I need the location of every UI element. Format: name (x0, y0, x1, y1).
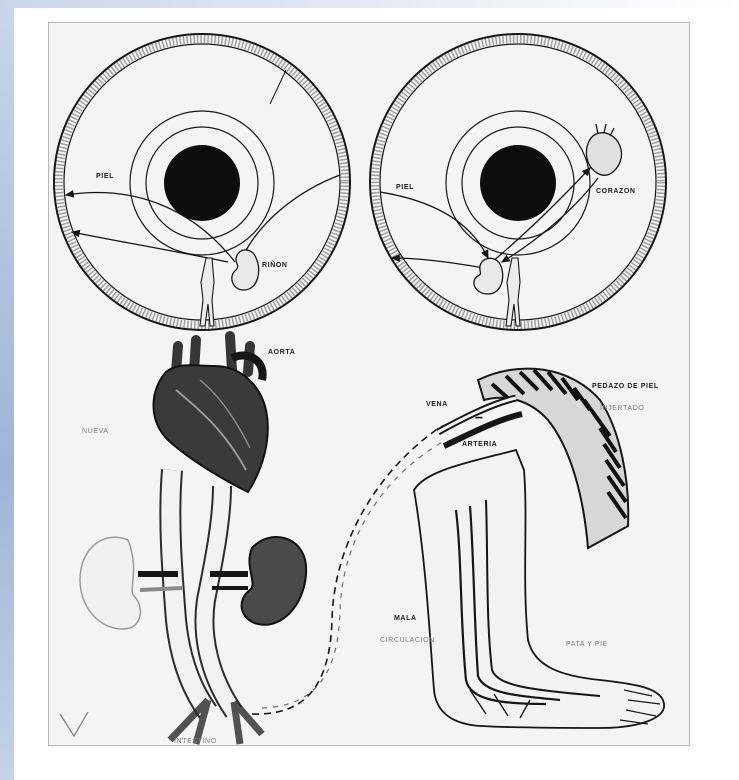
heart-aorta-kidney-diagram: AORTA NUEVA INTESTINO (60, 336, 306, 745)
human-figure-icon (506, 258, 520, 326)
label-right-piel: PIEL (396, 184, 414, 191)
label-left-piel: PIEL (96, 173, 114, 180)
kidney-right-icon (242, 537, 307, 625)
kidney-icon (474, 258, 503, 294)
label-rinon: RIÑON (262, 260, 288, 269)
label-nueva: NUEVA (82, 428, 109, 435)
label-pedazo-piel: PEDAZO DE PIEL (592, 383, 659, 390)
check-mark-icon (60, 712, 88, 736)
kidney-left-icon (80, 537, 140, 629)
label-pata-pie: PATA Y PIE (566, 641, 608, 648)
label-intestino: INTESTINO (174, 738, 217, 745)
label-corazon: CORAZON (596, 188, 636, 195)
label-arteria: ARTERIA (462, 441, 497, 448)
heart-icon (586, 133, 621, 176)
label-mala: MALA (394, 615, 417, 622)
right-core-dark (480, 145, 556, 221)
human-figure-icon (200, 258, 214, 326)
left-circle-diagram: PIEL RIÑON (54, 34, 350, 330)
label-injertado: INJERTADO (600, 405, 644, 412)
leg-skin-graft-diagram: VENA PEDAZO DE PIEL INJERTADO ARTERIA MA… (380, 369, 664, 728)
label-vena: VENA (426, 401, 448, 408)
right-circle-diagram: PIEL CORAZON (370, 34, 666, 330)
left-core-dark (164, 145, 240, 221)
label-aorta: AORTA (268, 349, 295, 356)
kidney-icon (232, 250, 259, 290)
label-circulacion: CIRCULACION (380, 637, 435, 644)
